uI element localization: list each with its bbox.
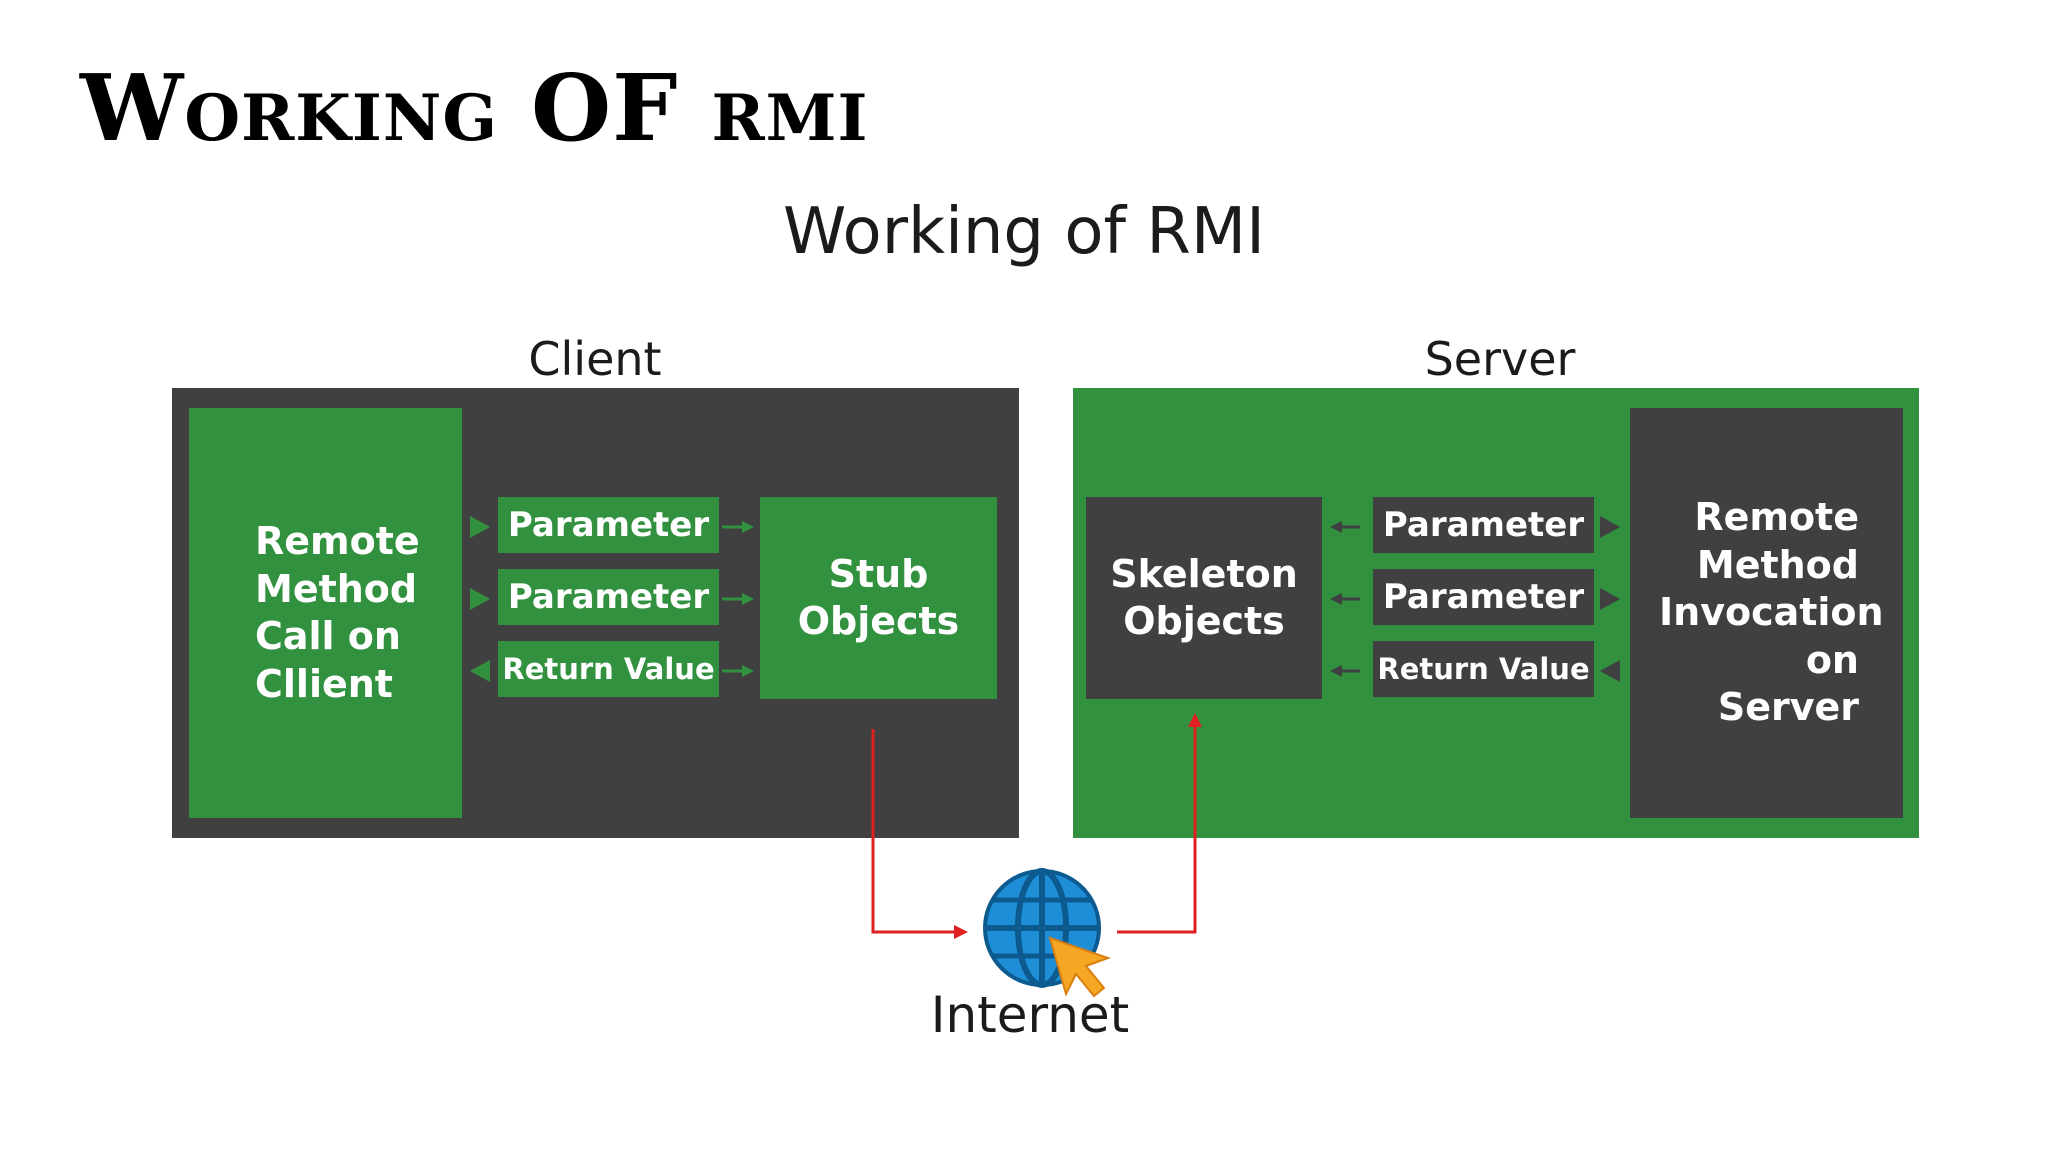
server-param-1: Parameter [1373, 497, 1594, 553]
server-param2-out-arrow [1600, 588, 1620, 610]
server-invocation-text: Remote Method Invocation on Server [1659, 495, 1884, 730]
client-return-value: Return Value [498, 641, 719, 697]
server-return-in-arrow [1600, 660, 1620, 682]
server-invocation-box: Remote Method Invocation on Server [1630, 408, 1903, 818]
server-to-skeleton-arrows [1330, 521, 1360, 677]
client-param-2: Parameter [498, 569, 719, 625]
client-param1-in-arrow [470, 516, 490, 538]
skeleton-objects-box: Skeleton Objects [1086, 497, 1322, 699]
diagram-title: Working of RMI [783, 195, 1265, 269]
cursor-icon [1048, 936, 1111, 998]
client-to-stub-arrows [722, 521, 754, 677]
stub-to-internet-line [871, 729, 955, 934]
stub-to-internet-arrowhead [954, 925, 968, 939]
client-label: Client [528, 332, 662, 386]
server-param-2: Parameter [1373, 569, 1594, 625]
slide-title: Working OF rmi [80, 54, 869, 162]
client-return-out-arrow [470, 660, 490, 682]
internet-to-skeleton-arrowhead [1188, 713, 1202, 727]
client-call-text: Remote Method Call on Cllient [255, 519, 420, 706]
internet-label: Internet [930, 986, 1130, 1044]
stub-objects-box: Stub Objects [760, 497, 997, 699]
server-label: Server [1424, 332, 1576, 386]
server-return-value: Return Value [1373, 641, 1594, 697]
client-call-box: Remote Method Call on Cllient [189, 408, 462, 818]
client-param2-in-arrow [470, 588, 490, 610]
client-param-1: Parameter [498, 497, 719, 553]
server-param1-out-arrow [1600, 516, 1620, 538]
internet-to-skeleton-line [1117, 725, 1197, 934]
